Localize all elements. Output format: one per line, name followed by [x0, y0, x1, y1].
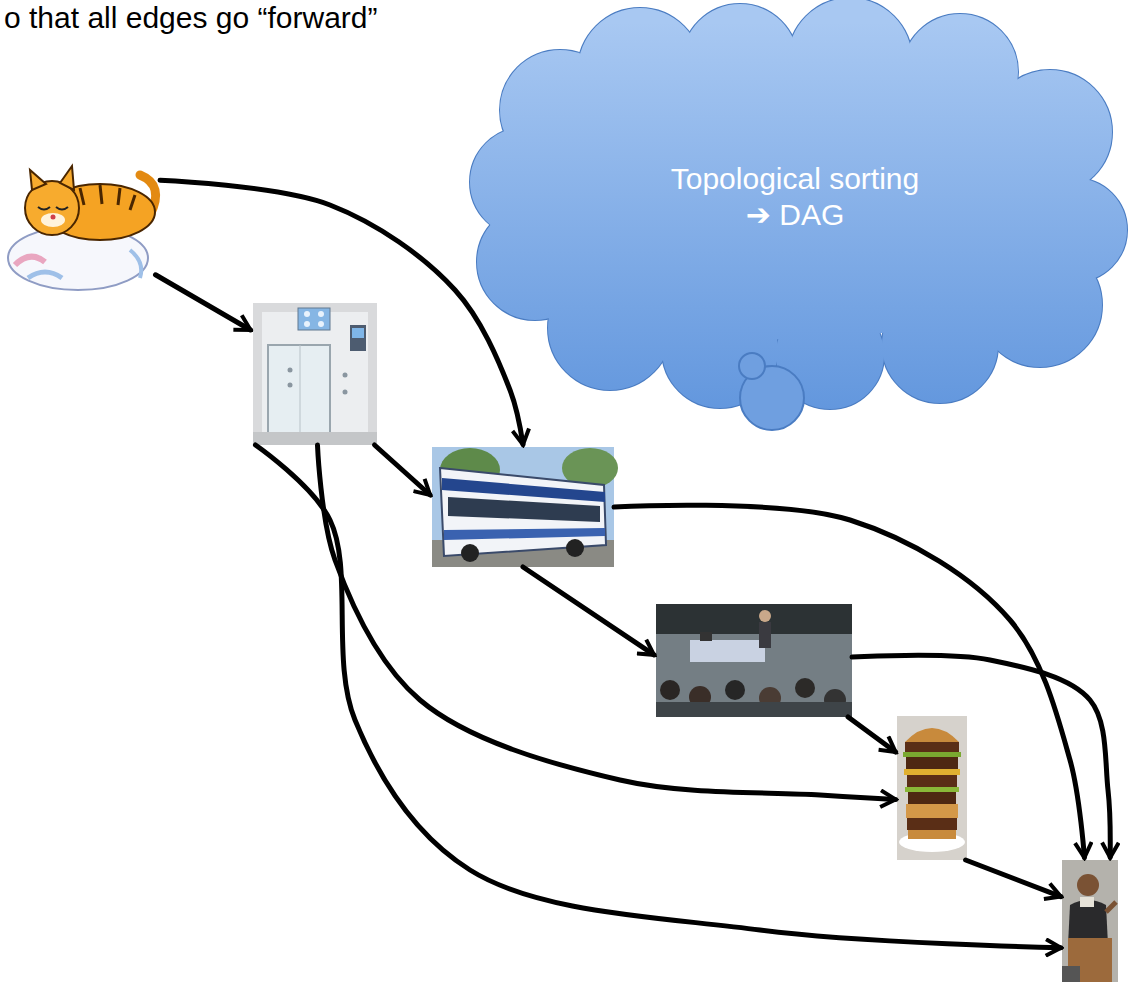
dependency-arrow: [848, 717, 896, 752]
burger-picture-part: [905, 728, 959, 742]
thought-bubble: [739, 353, 765, 379]
burger-node: [897, 716, 967, 860]
lecture-picture-part: [660, 680, 680, 700]
burger-picture-part: [908, 830, 956, 839]
burger-picture-part: [903, 752, 961, 757]
sleeping-cat-picture-part: [30, 166, 74, 190]
shower-node: [253, 303, 377, 445]
speaker-picture-part: [1080, 897, 1094, 907]
thought-cloud: Topological sorting ➔ DAG: [478, 22, 1128, 442]
shower-picture-part: [288, 368, 293, 373]
lecture-picture-part: [795, 678, 815, 698]
dependency-arrow: [614, 505, 1084, 857]
speaker-node: [1062, 860, 1118, 982]
burger-picture-part: [906, 757, 958, 769]
dependency-arrow: [156, 275, 251, 330]
shower-picture-part: [304, 311, 310, 317]
sleep-node: [10, 160, 160, 295]
shower-picture-part: [352, 328, 364, 338]
sleeping-cat-picture: [8, 166, 156, 290]
shower-picture-part: [318, 311, 324, 317]
burger-picture-part: [905, 742, 959, 752]
bus-picture: [432, 447, 618, 567]
shower-picture-part: [350, 325, 366, 351]
burger-picture-part: [907, 775, 957, 787]
shower-picture-part: [318, 321, 324, 327]
dependency-arrow: [523, 567, 654, 655]
speaker-picture-part: [1062, 860, 1118, 982]
dependency-arrow: [255, 445, 1060, 948]
bus-picture-part: [444, 528, 605, 540]
lecture-picture-part: [690, 640, 765, 662]
speaker-picture-part: [1062, 966, 1080, 982]
lecture-picture-part: [759, 610, 771, 622]
slide-heading: o that all edges go “forward”: [4, 0, 378, 36]
bus-picture-part: [566, 539, 584, 557]
lecture-picture-part: [725, 680, 745, 700]
shower-picture-part: [262, 312, 368, 436]
speaker-picture-part: [1106, 902, 1116, 912]
lecture-picture-part: [656, 604, 852, 717]
burger-picture-part: [904, 769, 960, 775]
burger-picture-part: [906, 804, 958, 818]
bus-node: [432, 447, 614, 567]
burger-picture-part: [908, 792, 956, 804]
shower-picture-part: [304, 321, 310, 327]
burger-picture-part: [897, 716, 967, 860]
shower-picture-part: [268, 345, 330, 437]
shower-picture-part: [343, 390, 348, 395]
dependency-arrow: [317, 445, 895, 800]
sleeping-cat-picture-part: [15, 257, 45, 265]
dependency-arrow: [375, 445, 431, 495]
lecture-node: [656, 604, 852, 717]
dependency-arrow: [160, 180, 523, 444]
sleeping-cat-picture-part: [51, 215, 56, 220]
shower-picture: [253, 303, 377, 445]
sleeping-cat-picture-part: [41, 213, 65, 227]
dependency-arrow: [852, 655, 1110, 857]
shower-picture-part: [298, 308, 330, 330]
shower-picture-part: [343, 373, 348, 378]
cloud-outline: [478, 22, 1128, 442]
burger-picture-part: [907, 818, 957, 830]
bus-picture-part: [461, 544, 479, 562]
shower-picture-part: [300, 345, 301, 437]
sleeping-cat-picture-part: [130, 250, 141, 278]
cloud-core: [540, 70, 1060, 340]
lecture-picture-part: [759, 622, 771, 648]
shower-picture-part: [253, 432, 377, 445]
speaker-picture: [1062, 860, 1118, 982]
lecture-picture: [656, 604, 852, 717]
node-text: Topological sorting ➔ DAG: [655, 161, 935, 233]
sleeping-cat-picture-part: [80, 185, 135, 210]
shower-picture-part: [253, 303, 377, 445]
lecture-picture-part: [700, 632, 712, 641]
cloud-body: [470, 0, 1127, 430]
burger-picture-part: [905, 787, 959, 792]
lecture-picture-part: [656, 702, 852, 717]
shower-picture-part: [288, 383, 293, 388]
sleeping-cat-picture-part: [38, 207, 68, 210]
lecture-picture-part: [656, 604, 852, 634]
dependency-arrow: [966, 860, 1061, 897]
sleeping-cat-picture-part: [28, 272, 62, 278]
bus-picture-part: [448, 497, 600, 522]
bus-picture-part: [440, 468, 606, 556]
burger-picture: [897, 716, 967, 860]
speaker-picture-part: [1077, 874, 1099, 896]
